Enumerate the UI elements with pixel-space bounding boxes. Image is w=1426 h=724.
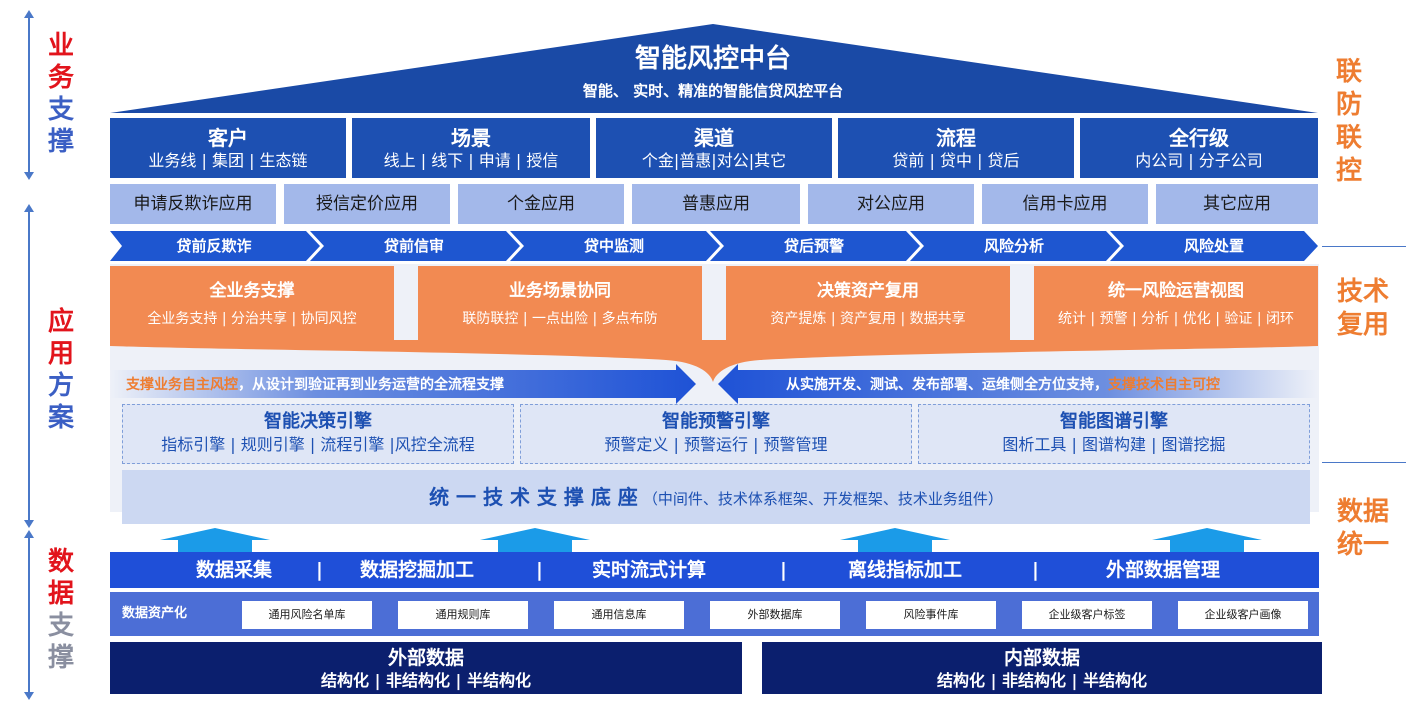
support-right-body: 从实施开发、测试、发布部署、运维侧全方位支持， xyxy=(786,377,1108,393)
stage-risk-handling: 风险处置 xyxy=(1183,237,1244,255)
label-application-solution: 应 用 方 案 xyxy=(47,307,74,433)
asset-customer-tag: 企业级客户标签 xyxy=(1022,601,1152,629)
asset-rule-lib: 通用规则库 xyxy=(398,601,528,629)
engine-graph: 智能图谱引擎图析工具 | 图谱构建 | 图谱挖掘 xyxy=(918,404,1310,464)
support-left-highlight: 支撑业务自主风控 xyxy=(126,377,238,393)
asset-info-lib: 通用信息库 xyxy=(554,601,684,629)
chevron-shape-2 xyxy=(310,231,520,261)
axis-data xyxy=(24,530,34,700)
orange-brace xyxy=(110,340,1318,382)
divider-1 xyxy=(1322,246,1406,247)
roof-shape xyxy=(110,24,1318,113)
capability-full-business: 全业务支撑全业务支持 | 分治共享 | 协同风控 xyxy=(110,266,394,340)
stage-risk-analysis: 风险分析 xyxy=(983,237,1044,255)
offline-indicator: 离线指标加工 xyxy=(848,559,963,581)
app-personal: 个金应用 xyxy=(458,184,624,224)
capability-scene-collab: 业务场景协同联防联控 | 一点出险 | 多点布防 xyxy=(418,266,702,340)
chevron-shape-5 xyxy=(910,231,1120,261)
asset-label: 数据资产化 xyxy=(122,606,188,621)
support-left-text: 支撑业务自主风控，从设计到验证再到业务运营的全流程支撑 xyxy=(126,374,504,394)
data-mining: 数据挖掘加工 xyxy=(360,559,475,581)
asset-external-db: 外部数据库 xyxy=(710,601,840,629)
support-right-highlight: 支撑技术自主可控 xyxy=(1108,377,1220,393)
app-credit-pricing: 授信定价应用 xyxy=(284,184,450,224)
stage-pre-loan-review: 贷前信审 xyxy=(383,237,444,255)
tech-base-title: 统 一 技 术 支 撑 底 座 xyxy=(429,485,638,509)
stage-chevrons xyxy=(110,231,1318,261)
label-business-support: 业 务 支 撑 xyxy=(47,31,74,157)
tech-base: 统 一 技 术 支 撑 底 座 （中间件、技术体系框架、开发框架、技术业务组件） xyxy=(122,470,1310,524)
dimension-scene: 场景线上 | 线下 | 申请 | 授信 xyxy=(352,118,590,178)
stage-in-loan-monitor: 贷中监测 xyxy=(583,237,644,255)
sep-3: | xyxy=(780,559,787,581)
app-corporate: 对公应用 xyxy=(808,184,974,224)
app-inclusive: 普惠应用 xyxy=(632,184,800,224)
capability-risk-view: 统一风险运营视图统计 | 预警 | 分析 | 优化 | 验证 | 闭环 xyxy=(1034,266,1318,340)
engine-decision: 智能决策引擎指标引擎 | 规则引擎 | 流程引擎 |风控全流程 xyxy=(122,404,514,464)
external-data-mgmt: 外部数据管理 xyxy=(1106,559,1221,581)
divider-2 xyxy=(1322,462,1406,463)
label-tech-reuse: 技术 复用 xyxy=(1336,277,1389,340)
sep-4: | xyxy=(1032,559,1039,581)
source-external: 外部数据结构化 | 非结构化 | 半结构化 xyxy=(110,642,742,694)
asset-risk-list: 通用风险名单库 xyxy=(242,601,372,629)
asset-risk-event: 风险事件库 xyxy=(866,601,996,629)
label-data-unify: 数据 统一 xyxy=(1336,497,1389,560)
dimension-channel: 渠道个金|普惠|对公|其它 xyxy=(596,118,832,178)
engine-warning: 智能预警引擎预警定义 | 预警运行 | 预警管理 xyxy=(520,404,912,464)
chevron-shape-6 xyxy=(1110,231,1318,261)
sep-1: | xyxy=(316,559,323,581)
roof-title: 智能风控中台 xyxy=(634,44,791,74)
stage-post-loan-alert: 贷后预警 xyxy=(783,237,844,255)
roof-subtitle: 智能、 实时、精准的智能信贷风控平台 xyxy=(582,82,844,100)
data-asset-row: 数据资产化 通用风险名单库 通用规则库 通用信息库 外部数据库 风险事件库 企业… xyxy=(110,592,1319,636)
data-processing-bar: 数据采集 | 数据挖掘加工 | 实时流式计算 | 离线指标加工 | 外部数据管理 xyxy=(110,552,1319,588)
dimension-process: 流程贷前 | 贷中 | 贷后 xyxy=(838,118,1074,178)
axis-business xyxy=(24,10,34,180)
tech-base-note: （中间件、技术体系框架、开发框架、技术业务组件） xyxy=(642,490,1003,508)
app-credit-card: 信用卡应用 xyxy=(982,184,1148,224)
label-data-support: 数 据 支 撑 xyxy=(47,547,74,673)
arrow-left-block xyxy=(110,364,696,404)
chevron-shape-3 xyxy=(510,231,720,261)
app-anti-fraud: 申请反欺诈应用 xyxy=(110,184,276,224)
support-arrows xyxy=(110,364,1318,404)
asset-customer-profile: 企业级客户画像 xyxy=(1178,601,1308,629)
support-left-body: ，从设计到验证再到业务运营的全流程支撑 xyxy=(238,377,504,393)
sep-2: | xyxy=(536,559,543,581)
chevron-shape-4 xyxy=(710,231,920,261)
stage-pre-loan-fraud: 贷前反欺诈 xyxy=(176,237,252,255)
up-arrow-4 xyxy=(1152,528,1262,552)
support-right-text: 从实施开发、测试、发布部署、运维侧全方位支持，支撑技术自主可控 xyxy=(786,374,1220,394)
up-arrows xyxy=(160,528,1262,552)
up-arrow-1 xyxy=(160,528,270,552)
source-internal: 内部数据结构化 | 非结构化 | 半结构化 xyxy=(762,642,1322,694)
dimension-enterprise: 全行级内公司 | 分子公司 xyxy=(1080,118,1318,178)
realtime-compute: 实时流式计算 xyxy=(592,559,707,581)
axis-application xyxy=(24,204,34,528)
capability-asset-reuse: 决策资产复用资产提炼 | 资产复用 | 数据共享 xyxy=(726,266,1010,340)
up-arrow-3 xyxy=(840,528,950,552)
chevron-shape-1 xyxy=(110,231,320,261)
app-other: 其它应用 xyxy=(1156,184,1318,224)
up-arrow-2 xyxy=(480,528,590,552)
arrow-right-block xyxy=(718,364,1318,404)
data-collect: 数据采集 xyxy=(196,559,273,581)
label-joint-control: 联 防 联 控 xyxy=(1335,57,1362,186)
dimension-customer: 客户业务线 | 集团 | 生态链 xyxy=(110,118,346,178)
